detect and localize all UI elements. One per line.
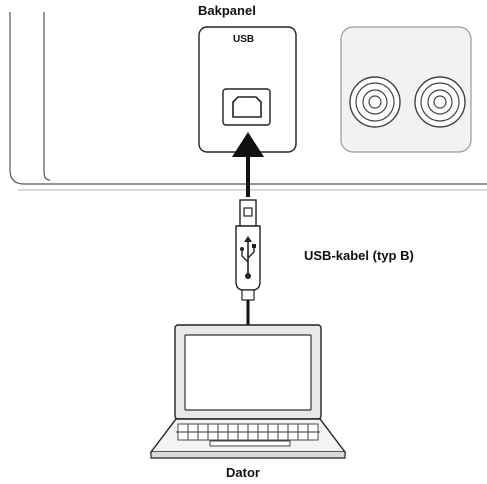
computer-label: Dator [226,465,260,480]
usb-cable-label: USB-kabel (typ B) [304,248,414,263]
back-panel [9,12,487,191]
usb-port-box [198,26,297,153]
rca-jack-icon [349,76,401,128]
back-panel-label: Bakpanel [198,3,256,18]
keyboard [176,423,320,447]
laptop-icon [149,324,347,459]
rca-jacks-panel [340,26,472,153]
usb-port-label: USB [233,34,255,45]
rca-jack-icon [414,76,466,128]
usb-b-port-icon [222,88,271,126]
connection-arrow [232,132,264,197]
usb-plug-icon [235,199,261,301]
